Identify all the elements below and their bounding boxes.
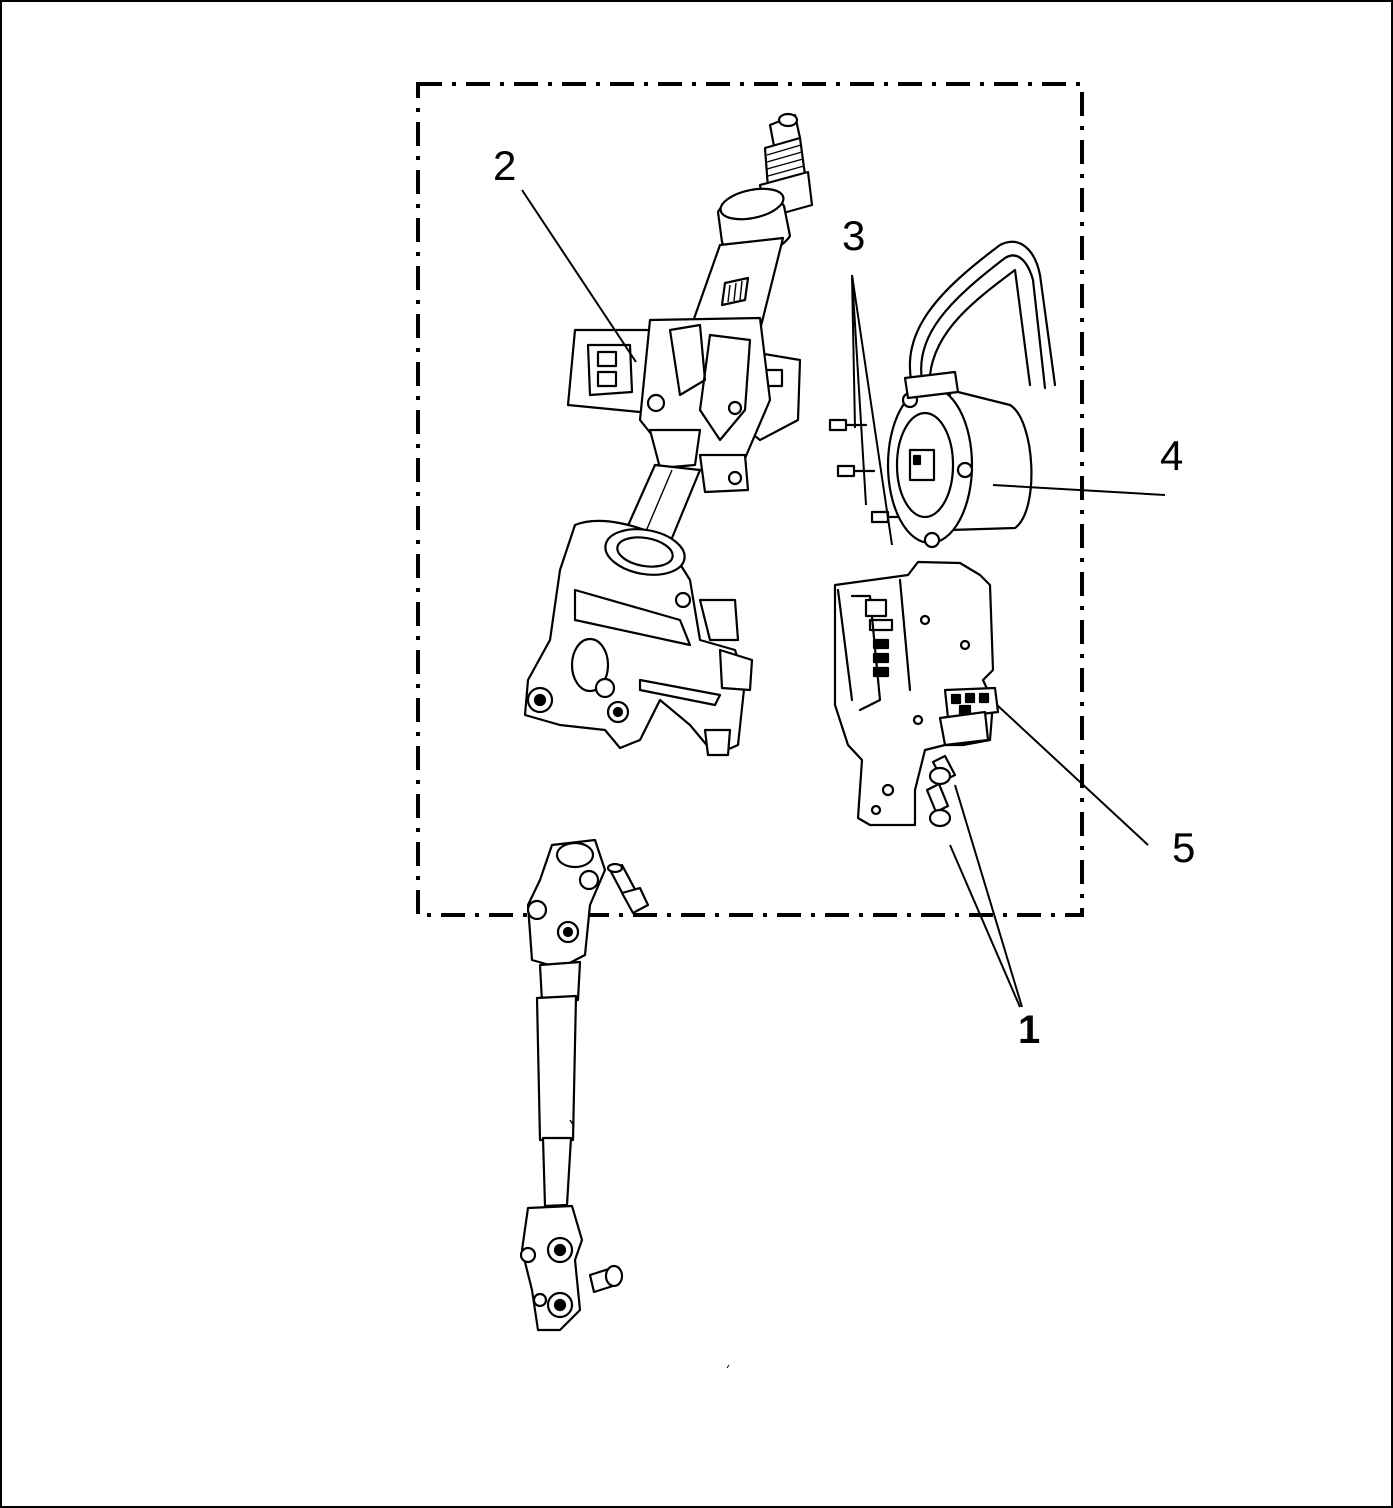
pinch-bolt-upper (606, 862, 650, 915)
callout-5: 5 (1172, 824, 1195, 871)
leader-line-5 (996, 704, 1149, 846)
column-gearbox-housing (523, 519, 754, 757)
control-module (833, 560, 1000, 827)
column-mounting-bracket (566, 316, 802, 494)
stray-mark (726, 1364, 730, 1369)
callout-3: 3 (842, 212, 865, 259)
assist-motor (886, 240, 1057, 549)
leader-line-3a (851, 274, 856, 429)
pinch-bolt-lower (588, 1264, 624, 1294)
module-bolts (925, 754, 957, 828)
leader-line-2 (521, 189, 637, 363)
leader-line-1b (954, 784, 1023, 1008)
leader-line-3b (851, 274, 867, 506)
callout-2: 2 (493, 142, 516, 189)
assembly-boundary (416, 82, 1084, 917)
callout-4: 4 (1160, 432, 1183, 479)
intermediate-shaft (519, 838, 607, 1332)
leader-line-1a (949, 844, 1021, 1008)
leader-line-4 (992, 484, 1166, 496)
callout-1: 1 (1018, 1008, 1040, 1052)
column-top-spline (758, 112, 814, 220)
steering-column (523, 112, 814, 757)
leader-line-3c (851, 274, 893, 546)
